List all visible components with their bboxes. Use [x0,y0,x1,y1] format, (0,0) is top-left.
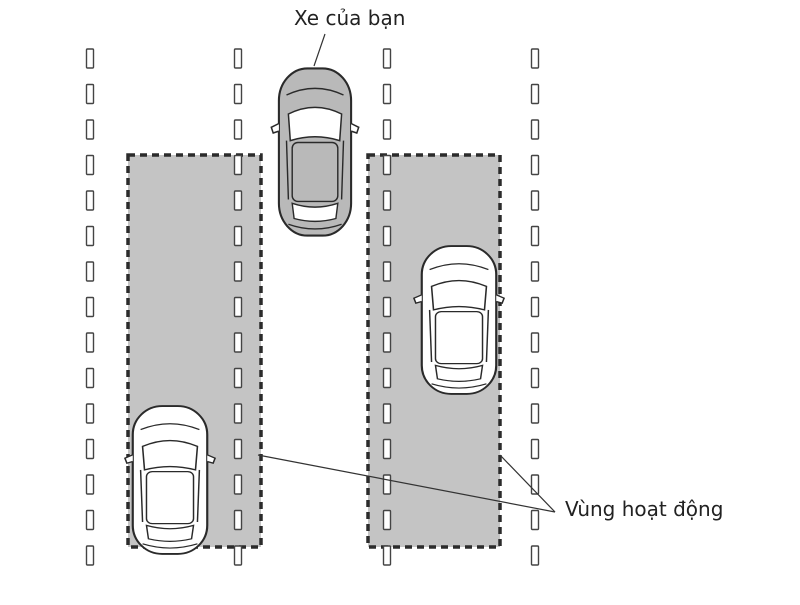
zone-leader-line-right [499,454,556,513]
your-car-label: Xe của bạn [294,6,406,30]
detection-zone-label: Vùng hoạt động [565,497,724,521]
lane-marking [530,48,540,566]
your-car [270,67,360,237]
your-car-leader-line [313,33,326,67]
lane-marking [233,48,243,566]
lane-marking [85,48,95,566]
lane-marking [382,48,392,566]
zone-leader-line-left [257,454,556,513]
other-car-left [123,405,217,555]
other-car-right [412,245,506,395]
